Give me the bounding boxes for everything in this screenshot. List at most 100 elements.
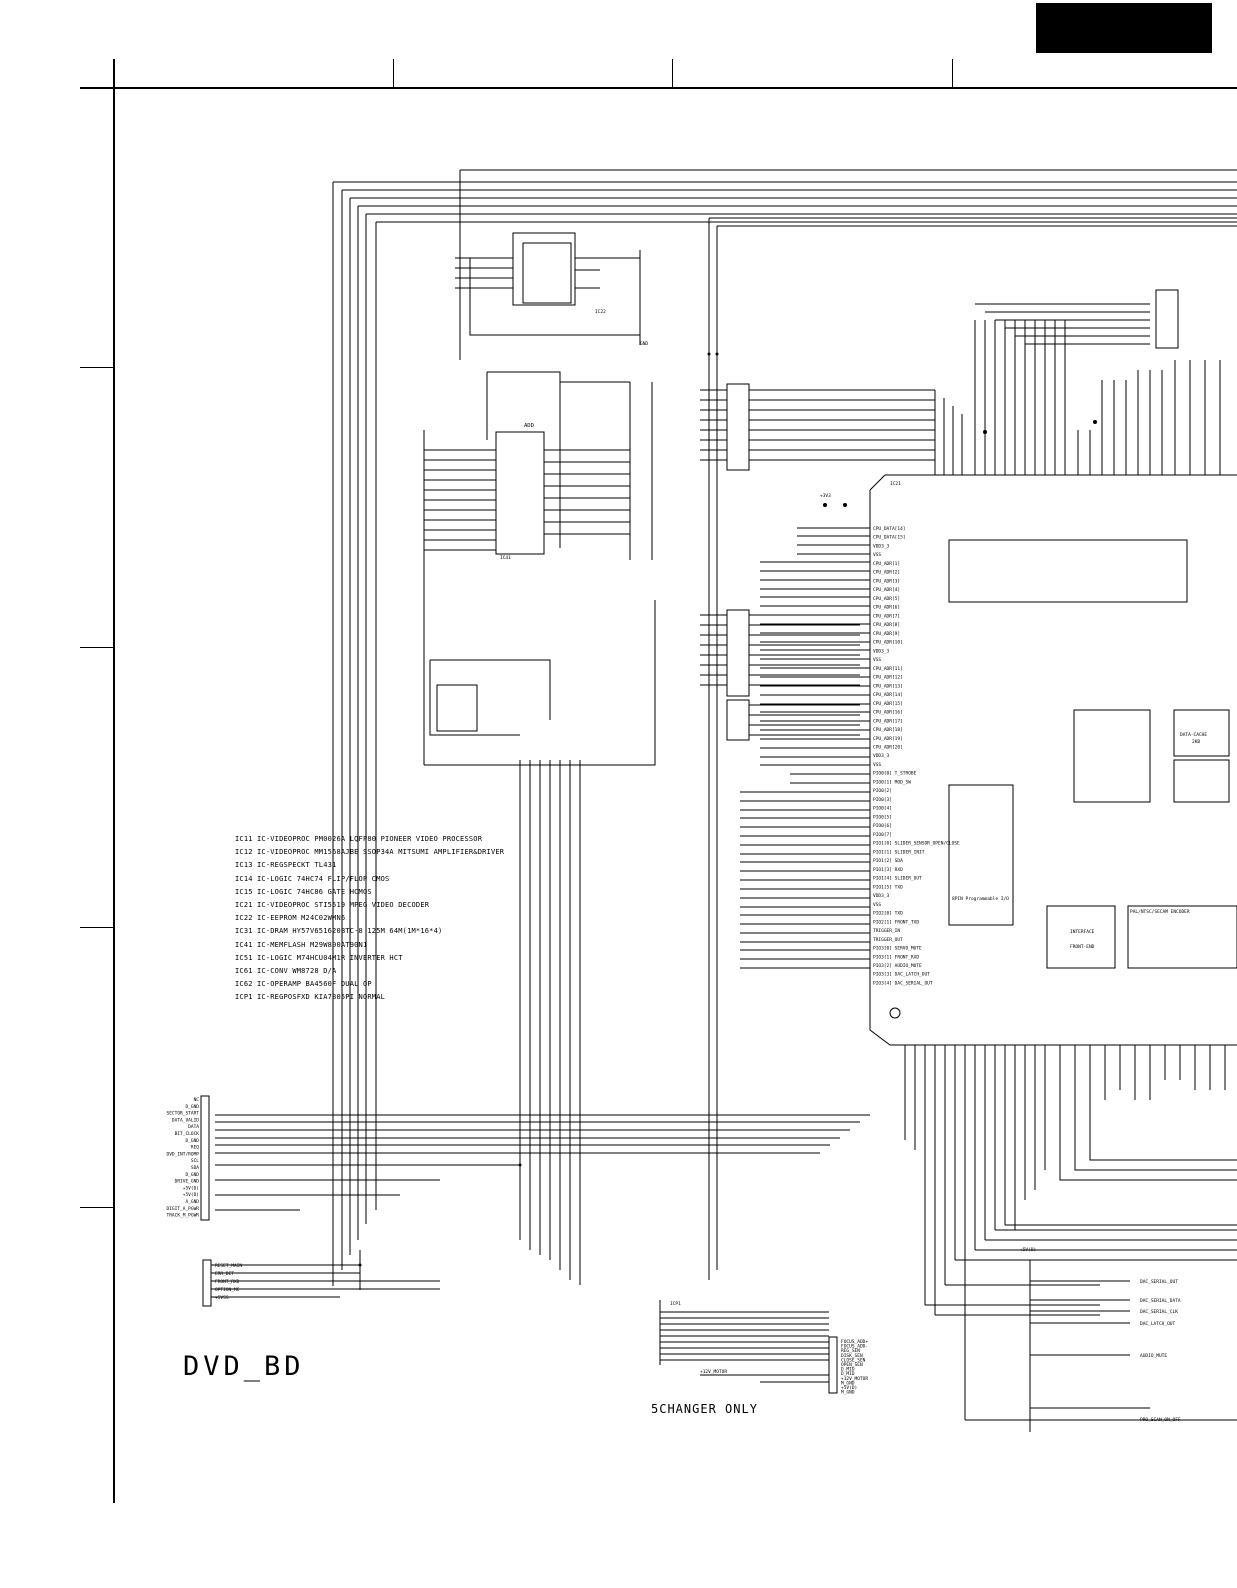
cpu-pin-label: CPU_ADR[2] <box>873 570 900 576</box>
zone-tick <box>672 59 673 88</box>
changer-connector-pin-label: DISK_SEN <box>841 1353 863 1359</box>
zone-tick <box>952 59 953 88</box>
cpu-pin-label: CPU_ADR[7] <box>873 613 900 619</box>
cpu-pin-label: VDD3_3 <box>873 648 890 654</box>
left-connector-pin-label: D_GND <box>185 1138 199 1144</box>
ic-desc: IC-CONV WM8728 D/A <box>257 967 337 976</box>
bottom-connector-pin-label: ERR_DET <box>215 1271 234 1277</box>
changer-connector-pin-label: +12V_MOTOR <box>841 1376 868 1382</box>
ic-desc: IC-LOGIC 74HC86 GATE HCMOS <box>257 887 372 896</box>
ic-desc: IC-VIDEOPROC PM0026A LQFP80 PIONEER VIDE… <box>257 835 483 843</box>
cpu-pin-label: PIO0[4] <box>873 806 892 812</box>
ic-ref: IC62 <box>235 980 253 989</box>
cpu-pin-label: VDD3_3 <box>873 753 890 759</box>
ic-list-row: IC31 IC-DRAM HY57V651620BTC-8 125M 64M(1M… <box>235 925 504 938</box>
ic-desc: IC-LOGIC M74HCU04M1R INVERTER HCT <box>257 953 403 962</box>
data-cache-sub-label: 2KB <box>1192 740 1201 745</box>
ic-ref: IC12 <box>235 848 253 857</box>
cpu-pin-label: PIO3[2] AUDIO_MUTE <box>873 963 922 969</box>
changer-connector-pin-label: D_MID <box>841 1371 855 1377</box>
cpu-pin-label: PIO1[0] SLIDER_SENSOR_OPEN/CLOSE <box>873 841 960 847</box>
changer-connector-pin-label: M_GND <box>841 1380 855 1386</box>
changer-note: 5CHANGER ONLY <box>651 1402 758 1416</box>
power-label-5v: +5V(D) <box>1020 1248 1037 1253</box>
right-output-label: DAC_LATCH_OUT <box>1140 1321 1176 1327</box>
bottom-connector-pin-label: OPTION_MC <box>215 1287 240 1293</box>
part-label-reg: ICP1 <box>670 1302 681 1307</box>
cpu-pin-label: VSS <box>873 902 881 908</box>
ic-desc: IC-REGPOSFXD KIA7805PI NORMAL <box>257 993 386 1002</box>
cpu-pin-label: PIO3[1] FRONT_RXD <box>873 954 919 960</box>
cpu-pin-label: PIO2[0] TXD <box>873 911 903 917</box>
left-connector-pin-label: A_GND <box>185 1199 199 1205</box>
cpu-pin-label: CPU_ADR[5] <box>873 596 900 602</box>
left-connector-pin-label: SCL <box>191 1158 199 1164</box>
cpu-pin-label: CPU_ADR[4] <box>873 587 900 593</box>
changer-connector-pin-label: FOCUS_ADD+ <box>841 1339 868 1345</box>
cpu-pin-label: PIO1[4] SLIDER_OUT <box>873 876 922 882</box>
ic-desc: IC-DRAM HY57V651620BTC-8 125M 64M(1M*16*… <box>257 927 443 936</box>
cpu-pin-label: PIO0[1] MOD_SW <box>873 779 911 785</box>
left-connector-pin-label: D_GND <box>185 1104 199 1110</box>
cpu-pin-label: PIO3[4] DAC_SERIAL_OUT <box>873 980 933 986</box>
changer-connector-pin-label: M_GND <box>841 1390 855 1396</box>
ic-desc: IC-MEMFLASH M29W800AT90N1 <box>257 940 368 949</box>
right-output-label: PRO_SCAN_ON_OFF <box>1140 1417 1181 1423</box>
right-output-label: DAC_SERIAL_OUT <box>1140 1279 1178 1285</box>
zone-tick <box>80 367 114 368</box>
ic-desc: IC-OPERAMP BA4560F DUAL OP <box>257 980 372 989</box>
ic-ref: IC15 <box>235 887 253 896</box>
frame-top-border <box>80 87 1237 89</box>
left-connector-pin-label: BIT_CLOCK <box>175 1131 200 1137</box>
interface-label: INTERFACE <box>1070 930 1095 935</box>
cpu-pin-label: VDD3_3 <box>873 893 890 899</box>
cpu-pin-label: CPU_ADR[20] <box>873 745 903 751</box>
ic-list-row: IC15 IC-LOGIC 74HC86 GATE HCMOS <box>235 886 504 899</box>
left-connector-pin-label: +5V(D) <box>183 1185 199 1191</box>
board-title: DVD_BD <box>183 1351 305 1382</box>
ic-desc: IC-EEPROM M24C02WMN6 <box>257 914 346 923</box>
left-connector-pin-label: TRACK_M_PGWR <box>166 1213 199 1219</box>
cpu-pin-label: PIO1[2] SDA <box>873 858 903 864</box>
ic-list-row: IC62 IC-OPERAMP BA4560F DUAL OP <box>235 978 504 991</box>
left-connector-pin-label: DVD_INT/ROMP <box>166 1151 199 1157</box>
bottom-connector-pin-label: FRONT_RXD <box>215 1279 240 1285</box>
left-connector-pin-label: REQ <box>191 1145 199 1151</box>
changer-connector-pin-label: D_MID <box>841 1367 855 1373</box>
ic-list-row: IC21 IC-VIDEOPROC STI5519 MPEG VIDEO DECO… <box>235 899 504 912</box>
page-corner-tab <box>1036 3 1212 53</box>
cpu-pin-label: CPU_ADR[15] <box>873 701 903 707</box>
cpu-pin-label: TRIGGER_IN <box>873 928 900 934</box>
programmable-io-label: 8PIN Programmable I/O <box>952 897 1009 902</box>
left-connector-pin-label: DRIVE_GND <box>175 1179 200 1185</box>
left-connector-pin-label: D_GND <box>185 1172 199 1178</box>
flash-chip-title: ADD <box>524 423 534 429</box>
cpu-pin-label: CPU_ADR[3] <box>873 578 900 584</box>
part-label-mpeg: IC21 <box>890 482 901 487</box>
pal-ntsc-label: PAL/NTSC/SECAM ENCODER <box>1130 910 1190 915</box>
cpu-pin-label: PIO0[7] <box>873 832 892 838</box>
zone-tick <box>80 1207 114 1208</box>
ic-ref: IC13 <box>235 861 253 870</box>
cpu-pin-label: VSS <box>873 552 881 558</box>
cpu-pin-label: PIO1[3] RXD <box>873 867 903 873</box>
ic-ref: IC31 <box>235 927 253 936</box>
cpu-pin-label: PIO1[5] TXD <box>873 884 903 890</box>
bottom-connector-pin-label: RESET_MAIN <box>215 1263 242 1269</box>
right-output-label: DAC_SERIAL_CLK <box>1140 1309 1178 1315</box>
ic-ref: IC21 <box>235 901 253 910</box>
cpu-pin-label: PIO0[3] <box>873 797 892 803</box>
ic-desc: IC-VIDEOPROC STI5519 MPEG VIDEO DECODER <box>257 901 430 910</box>
changer-connector-pin-label: REG_SEN <box>841 1348 860 1354</box>
changer-connector-pin-label: FOCUS_ADD- <box>841 1344 868 1350</box>
cpu-pin-label: PIO3[0] SERVO_MUTE <box>873 946 922 952</box>
left-connector-pin-label: +5V(D) <box>183 1192 199 1198</box>
